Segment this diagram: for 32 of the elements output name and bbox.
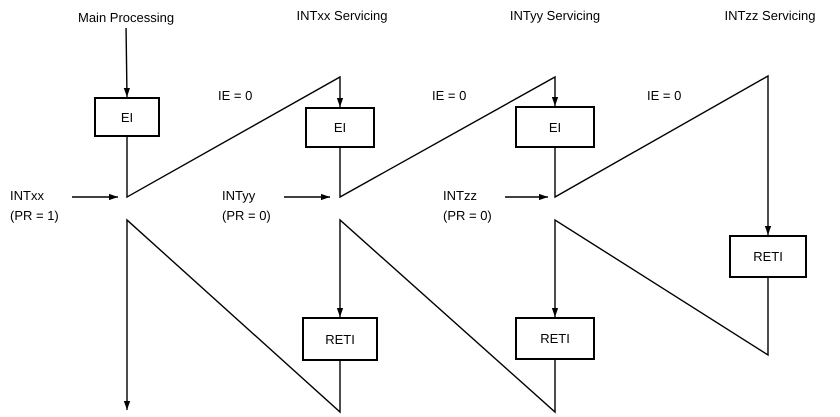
arrow <box>554 74 772 235</box>
process-box <box>515 317 595 360</box>
instruction-label: RETI <box>325 332 355 346</box>
arrow <box>552 218 769 356</box>
arrow <box>505 194 548 200</box>
instruction-label: EI <box>548 120 562 134</box>
arrow <box>336 218 556 414</box>
instruction-label: RETI <box>753 249 783 264</box>
edge-label: IE = 0 <box>432 88 466 103</box>
interrupt-label: INTzz (PR = 0) <box>443 187 493 225</box>
edge-label: IE = 0 <box>218 88 252 103</box>
arrow <box>126 76 344 198</box>
interrupt-label: INTyy (PR = 0) <box>222 187 272 225</box>
arrow <box>339 76 558 198</box>
process-box <box>515 106 595 148</box>
process-box <box>305 107 375 148</box>
process-box <box>302 317 378 361</box>
edge-label: IE = 0 <box>647 88 682 103</box>
arrow <box>124 218 341 414</box>
instruction-label: EI <box>334 120 346 135</box>
process-box <box>94 97 160 137</box>
instruction-label: RETI <box>540 331 570 346</box>
instruction-label: EI <box>120 110 134 124</box>
column-heading: INTxx Servicing <box>296 8 388 23</box>
process-box <box>729 235 807 278</box>
column-heading: INTzz Servicing <box>724 8 816 23</box>
column-heading: Main Processing <box>78 9 174 27</box>
arrow <box>124 28 130 97</box>
arrow <box>72 194 118 200</box>
column-heading: INTyy Servicing <box>510 8 600 23</box>
arrow <box>284 194 330 200</box>
interrupt-label: INTxx (PR = 1) <box>10 187 60 225</box>
